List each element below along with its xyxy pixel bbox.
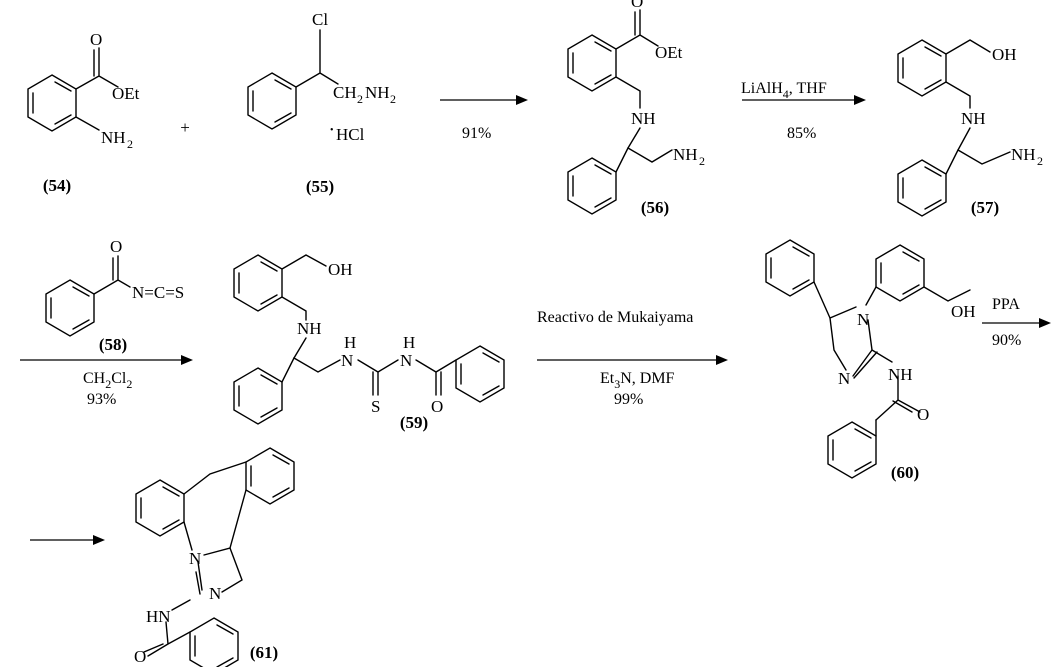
- atom-o-60: O: [917, 405, 929, 424]
- compound-label-59: (59): [400, 413, 428, 432]
- arrowhead-step-3: [181, 355, 193, 365]
- compound-label-60: (60): [891, 463, 919, 482]
- atom-nh-59: NH: [297, 319, 322, 338]
- atom-oh-60: OH: [951, 302, 976, 321]
- compound-label-57: (57): [971, 198, 999, 217]
- step-4-base: Et3N, DMF: [600, 370, 675, 391]
- atom-nh-55: NH: [365, 83, 390, 102]
- compound-57-structure: OH NH NH 2: [897, 39, 1043, 217]
- atom-h1-59: H: [344, 333, 356, 352]
- atom-h2-59: H: [403, 333, 415, 352]
- compound-54-structure: O OEt NH 2: [27, 30, 140, 151]
- sub-2b-55: 2: [390, 92, 396, 106]
- atom-nh-54: NH: [101, 128, 126, 147]
- atom-oet-56: OEt: [655, 43, 683, 62]
- compound-55-structure: Cl CH 2 NH 2 • HCl: [247, 10, 396, 144]
- atom-n2-60: N: [838, 369, 850, 388]
- compound-59-structure: OH NH H N H N S O: [233, 254, 505, 425]
- step-4-reagent: Reactivo de Mukaiyama: [537, 309, 693, 326]
- compound-61-structure: N N HN O: [134, 447, 295, 667]
- step-4-yield: 99%: [614, 391, 643, 408]
- arrowhead-step-2: [854, 95, 866, 105]
- atom-ch-55: CH: [333, 83, 357, 102]
- step-1-yield: 91%: [462, 125, 491, 142]
- atom-hn-61: HN: [146, 607, 171, 626]
- atom-n1-60: N: [857, 310, 869, 329]
- compound-label-54: (54): [43, 176, 71, 195]
- compound-56-structure: O OEt NH NH 2: [567, 0, 705, 215]
- atom-n1-61: N: [189, 549, 201, 568]
- atom-nh-56: NH: [631, 109, 656, 128]
- atom-oet-54: OEt: [112, 84, 140, 103]
- plus-sign: +: [180, 118, 190, 137]
- atom-oh-57: OH: [992, 45, 1017, 64]
- step-5-yield: 90%: [992, 332, 1021, 349]
- compound-label-55: (55): [306, 177, 334, 196]
- arrowhead-step-1: [516, 95, 528, 105]
- atom-ncs-58: N=C=S: [132, 283, 184, 302]
- step-3-yield: 93%: [87, 391, 116, 408]
- sub-2-57: 2: [1037, 154, 1043, 168]
- atom-nh2-57: NH: [1011, 145, 1036, 164]
- compound-label-61: (61): [250, 643, 278, 662]
- atom-o-58: O: [110, 237, 122, 256]
- compound-label-56: (56): [641, 198, 669, 217]
- atom-cl-55: Cl: [312, 10, 328, 29]
- step-2-reagent: LiAlH4, THF: [741, 80, 827, 101]
- atom-s-59: S: [371, 397, 380, 416]
- atom-n2-59: N: [400, 351, 412, 370]
- sub-2-54: 2: [127, 137, 133, 151]
- compound-label-58: (58): [99, 335, 127, 354]
- compound-60-structure: N N OH NH O: [765, 239, 976, 479]
- atom-o-56: O: [631, 0, 643, 11]
- step-5-reagent: PPA: [992, 296, 1020, 313]
- atom-o-61: O: [134, 647, 146, 666]
- atom-o-54: O: [90, 30, 102, 49]
- arrowhead-step-4: [716, 355, 728, 365]
- compound-58-structure: O N=C=S: [45, 237, 184, 337]
- atom-nh-57: NH: [961, 109, 986, 128]
- atom-oh-59: OH: [328, 260, 353, 279]
- step-2-yield: 85%: [787, 125, 816, 142]
- atom-hcl-55: HCl: [336, 125, 365, 144]
- atom-n1-59: N: [341, 351, 353, 370]
- atom-n2-61: N: [209, 584, 221, 603]
- arrowhead-step-6: [93, 535, 105, 545]
- atom-nh2-56: NH: [673, 145, 698, 164]
- sub-2a-55: 2: [357, 92, 363, 106]
- arrowhead-step-5: [1039, 318, 1051, 328]
- dot-55: •: [330, 125, 334, 136]
- atom-o-59: O: [431, 397, 443, 416]
- sub-2-56: 2: [699, 154, 705, 168]
- atom-nh-60: NH: [888, 365, 913, 384]
- step-3-solvent: CH2Cl2: [83, 370, 132, 391]
